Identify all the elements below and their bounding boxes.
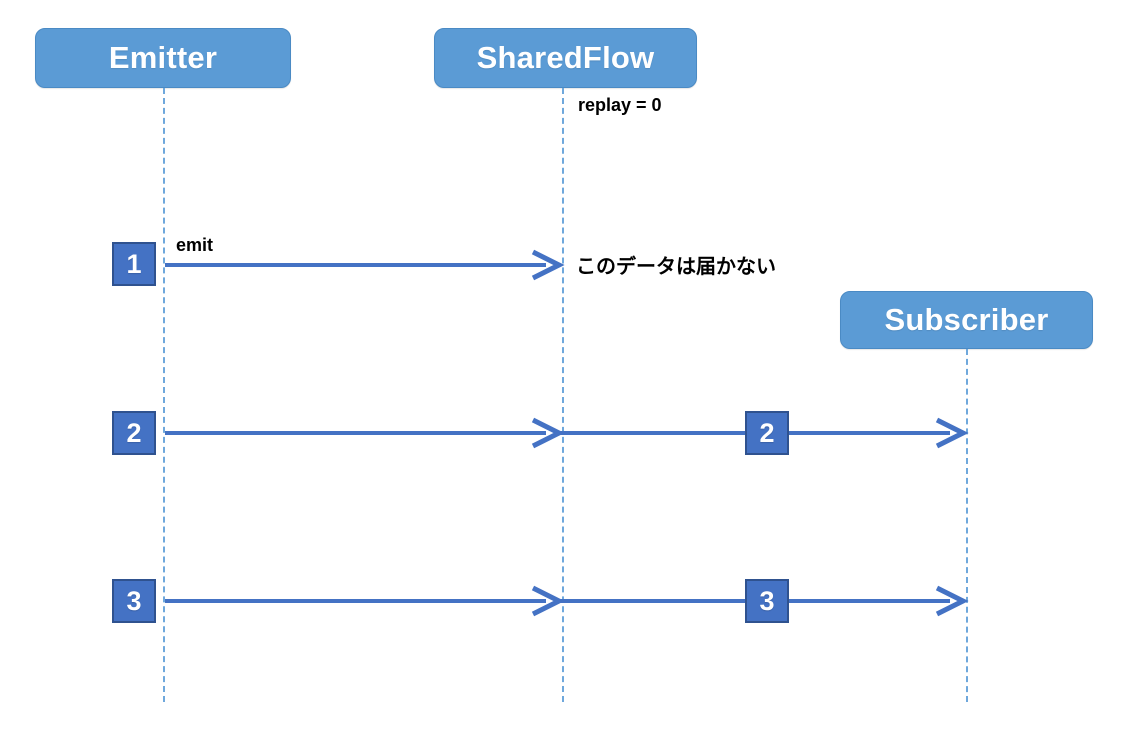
message-badge-2-sharedflow: 2 <box>745 411 789 455</box>
replay-annotation: replay = 0 <box>578 95 662 115</box>
emit-label: emit <box>176 235 214 255</box>
participant-sharedflow: SharedFlow <box>434 28 697 88</box>
lifeline-sharedflow <box>562 88 564 702</box>
participant-emitter: Emitter <box>35 28 291 88</box>
message-badge-2-emitter: 2 <box>112 411 156 455</box>
message-badge-1: 1 <box>112 242 156 286</box>
message-badge-3-sharedflow: 3 <box>745 579 789 623</box>
participant-subscriber: Subscriber <box>840 291 1093 349</box>
lifeline-subscriber <box>966 349 968 702</box>
message-arrow-2 <box>165 417 969 449</box>
message-arrow-3 <box>165 585 969 617</box>
message-arrow-1 <box>165 249 565 281</box>
message-badge-3-emitter: 3 <box>112 579 156 623</box>
note-message-1: このデータは届かない <box>576 254 776 278</box>
lifeline-emitter <box>163 88 165 702</box>
